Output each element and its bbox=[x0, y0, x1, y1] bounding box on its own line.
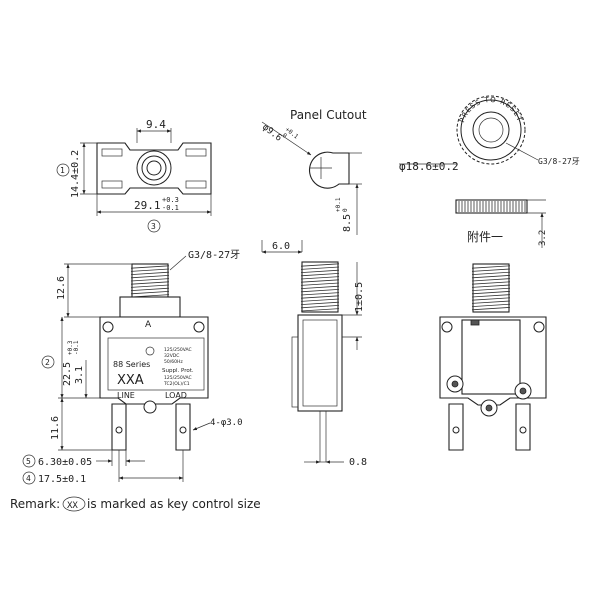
thread-line bbox=[471, 278, 511, 282]
thread-line bbox=[471, 297, 511, 301]
panel-cutout-title: Panel Cutout bbox=[290, 108, 367, 122]
thread-line bbox=[300, 282, 340, 286]
ref-4: 4 bbox=[26, 474, 31, 483]
dim-11-6: 11.6 bbox=[50, 416, 61, 440]
remark-suffix: is marked as key control size bbox=[87, 497, 261, 511]
series-label: 88 Series bbox=[113, 360, 150, 369]
dim-6-30: 6.30±0.05 bbox=[38, 457, 92, 468]
thread-line bbox=[130, 284, 170, 288]
accessory-label: 附件一 bbox=[467, 230, 503, 244]
thread-line bbox=[471, 303, 511, 307]
load-label: LOAD bbox=[165, 391, 187, 400]
tol-22-5-lower: -0.1 bbox=[73, 340, 80, 355]
remark-prefix: Remark: bbox=[10, 497, 60, 511]
spec-line-4: Suppl. Prot. bbox=[162, 368, 194, 374]
rear-thread bbox=[471, 263, 511, 313]
dim-17-5: 17.5±0.1 bbox=[38, 474, 86, 485]
ref-3: 3 bbox=[151, 222, 156, 231]
spec-line-5: 125/250VAC bbox=[164, 375, 192, 381]
tol-22-5-upper: +0.3 bbox=[67, 340, 74, 355]
thread-line bbox=[300, 273, 340, 277]
remark-key: XX bbox=[67, 501, 78, 511]
thread-line bbox=[300, 269, 340, 273]
dim-29-1: 29.1 bbox=[134, 199, 161, 212]
dim-22-5: 22.5 bbox=[62, 362, 73, 386]
ref-2: 2 bbox=[45, 358, 50, 367]
tol-8-5-lower: 0 bbox=[342, 208, 349, 212]
rear-view bbox=[439, 263, 547, 451]
spec-line-6: TC2(OL)/C1 bbox=[163, 381, 190, 387]
thread-line bbox=[130, 268, 170, 272]
thread-line bbox=[300, 285, 340, 289]
thread-line bbox=[130, 271, 170, 275]
thread-line bbox=[300, 292, 340, 296]
dim-6-0: 6.0 bbox=[272, 241, 290, 252]
thread-line bbox=[471, 284, 511, 288]
tol-cutout-lower: 0 bbox=[281, 132, 288, 140]
dim-3-2: 3.2 bbox=[538, 230, 548, 246]
thread-line bbox=[130, 287, 170, 291]
panel-cutout-view: Panel Cutout φ9.6 +0.1 0 8.5 +0.1 0 bbox=[260, 108, 367, 235]
ref-5: 5 bbox=[26, 457, 31, 466]
thread-line bbox=[130, 278, 170, 282]
spec-line-2: 32VDC bbox=[164, 353, 179, 359]
front-view: A 88 Series XXA 125/250VAC 32VDC 50/60Hz… bbox=[22, 249, 243, 485]
hole-callout: 4-φ3.0 bbox=[210, 418, 243, 428]
thread-line bbox=[300, 289, 340, 293]
thread-line bbox=[471, 265, 511, 269]
thread-line bbox=[300, 279, 340, 283]
spec-line-1: 125/250VAC bbox=[164, 347, 192, 353]
tol-8-5-upper: +0.1 bbox=[335, 197, 342, 212]
thread-line bbox=[471, 271, 511, 275]
ref-1: 1 bbox=[60, 166, 65, 175]
dim-14-4: 14.4±0.2 bbox=[70, 150, 81, 198]
thread-line bbox=[471, 307, 511, 311]
thread-line bbox=[130, 265, 170, 269]
tol-29-1-lower: -0.1 bbox=[162, 204, 179, 212]
rating-label: XXA bbox=[117, 373, 144, 388]
tol-29-1-upper: +0.3 bbox=[162, 196, 179, 204]
spec-line-3: 50/60Hz bbox=[164, 359, 183, 365]
line-label: LINE bbox=[117, 391, 135, 400]
thread-line bbox=[471, 291, 511, 295]
thread-line bbox=[471, 287, 511, 291]
thread-line bbox=[471, 275, 511, 279]
dim-0-8: 0.8 bbox=[349, 457, 367, 468]
side-thread bbox=[300, 261, 340, 313]
thread-line bbox=[300, 301, 340, 305]
thread-line bbox=[300, 308, 340, 312]
dim-1-0: 1±0.5 bbox=[354, 282, 365, 312]
cover-letter: A bbox=[145, 320, 152, 330]
thread-line bbox=[300, 295, 340, 299]
thread-body bbox=[472, 263, 510, 313]
thread-line bbox=[471, 300, 511, 304]
dim-9-4: 9.4 bbox=[146, 118, 166, 131]
remark: Remark: XX is marked as key control size bbox=[10, 496, 261, 512]
thread-line bbox=[130, 275, 170, 279]
dim-8-5: 8.5 bbox=[342, 214, 353, 232]
panel-nut-view: PRESS TO RESET G3/8-27牙 φ18.6±0.2 3.2 附件… bbox=[399, 95, 580, 248]
side-view: 6.0 1±0.5 0.8 bbox=[261, 240, 367, 468]
thread-line bbox=[300, 266, 340, 270]
dim-cutout-dia: φ9.6 bbox=[260, 122, 283, 143]
top-view: 9.4 14.4±0.2 1 29.1 +0.3 -0.1 3 bbox=[56, 118, 212, 233]
thread-line bbox=[471, 281, 511, 285]
thread-line bbox=[300, 276, 340, 280]
dim-3-1: 3.1 bbox=[74, 366, 85, 384]
thread-line bbox=[130, 291, 170, 295]
thread-line bbox=[300, 263, 340, 267]
thread-line bbox=[471, 294, 511, 298]
thread-callout: G3/8-27牙 bbox=[188, 249, 240, 261]
thread-line bbox=[300, 298, 340, 302]
dim-12-6: 12.6 bbox=[56, 276, 67, 300]
thread-line bbox=[130, 281, 170, 285]
nut-thread: G3/8-27牙 bbox=[538, 157, 580, 166]
thread-line bbox=[471, 268, 511, 272]
thread-line bbox=[300, 305, 340, 309]
nut-side-knurl bbox=[458, 201, 526, 212]
dim-nut-dia: φ18.6±0.2 bbox=[399, 160, 459, 173]
